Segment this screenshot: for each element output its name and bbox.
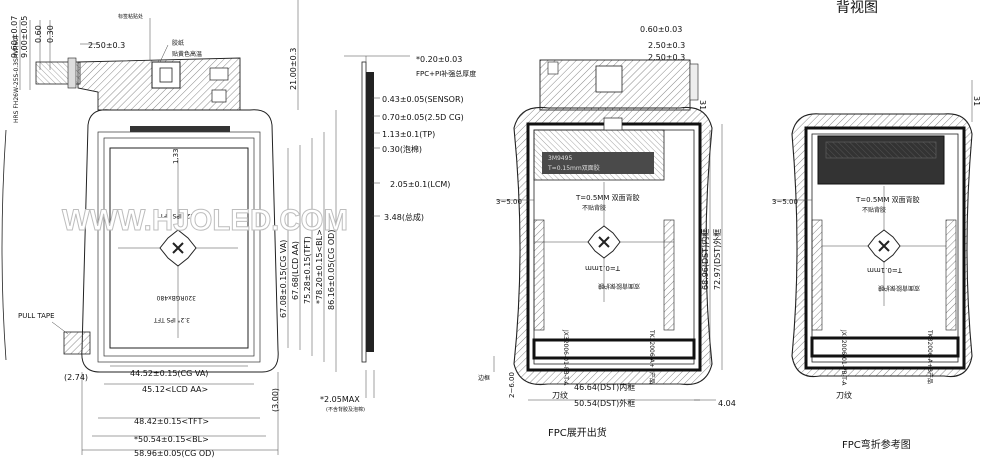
front-right-dims	[287, 0, 337, 372]
side-max-note: (不含背胶及泡棉)	[326, 406, 365, 413]
front-bottom-dims	[81, 365, 279, 455]
back-dim-b: 2.50±0.3	[648, 53, 685, 62]
fpc-bond-strip	[130, 126, 230, 132]
back-view-unfolded: 背视图 2.50±0.3 0.60±0.03 2.50±0.3 31 3M949…	[478, 0, 878, 439]
back-side-tape-left	[533, 219, 545, 331]
dim-030: 0.30	[46, 25, 55, 43]
back-center-mark-icon	[534, 182, 674, 302]
folded-thickness-note2: 不贴背胶	[862, 206, 886, 214]
folded-caption: FPC弯折参考图	[842, 438, 911, 451]
back-edge-note: 边框	[478, 374, 490, 382]
side-fpc-pi-label: FPC+PI补强总厚度	[416, 69, 476, 78]
folded-edge-note: 刀纹	[836, 390, 852, 400]
back-thickness-note: T=0.5MM 双面背胶	[575, 193, 640, 202]
side-lcm-label: 2.05±0.1(LCM)	[390, 180, 450, 189]
back-chip: 3M9495	[548, 155, 572, 162]
dim-v-cg-va: 67.08±0.15(CG VA)	[279, 240, 288, 318]
note-silk: 贴黄色高温	[172, 50, 202, 58]
folded-code2: TK32006-A+B产品	[926, 329, 934, 384]
dim-v-lcd-aa: 67.68(LCD AA)	[291, 241, 300, 300]
back-bottom-strip	[532, 338, 696, 360]
back-side-tape-right	[663, 219, 675, 331]
note-tape: 胶纸	[172, 39, 184, 47]
dim-bottom-300: (3.00)	[271, 388, 280, 412]
pull-tape	[63, 331, 91, 355]
back-t01: T=0.1mm	[585, 264, 621, 272]
back-dim-3-5: 3~5.00	[496, 198, 522, 206]
dim-left-274: (2.74)	[64, 373, 88, 382]
dim-900: 9.00±0.05	[20, 16, 29, 58]
center-mark-icon	[118, 158, 238, 338]
connector-label: HRS FH26W-25S-0.3SHW(60)	[13, 35, 20, 123]
connector-pins	[67, 57, 77, 89]
dim-fpc-top: 2.50±0.3	[88, 41, 125, 50]
back-code: JX32006-01-PB-T-A	[562, 329, 569, 386]
left-edge-arc	[1, 129, 7, 361]
back-chip2: T=0.15mm双面胶	[547, 164, 600, 172]
cover-glass-outline	[81, 109, 279, 373]
folded-dim-31: 31	[972, 96, 981, 106]
back-chip-label	[542, 152, 654, 174]
folded-code: JX32006-01-PB-T-A	[840, 329, 847, 386]
side-cg: 0.70±0.05(2.5D CG)	[382, 113, 464, 122]
back-insulation: 双面背胶保护膜	[598, 282, 640, 290]
active-area	[109, 147, 249, 349]
back-dim-31: 31	[698, 100, 707, 110]
dim-133: 1.33	[172, 148, 180, 164]
dim-tft: 48.42±0.15<TFT>	[134, 417, 209, 426]
back-code2: TK32006-A+B产品	[648, 329, 656, 384]
panel-resolution: 320RGBx480	[156, 294, 196, 301]
dim-height-21: 21.00±0.3	[289, 48, 298, 90]
side-lcm	[366, 72, 374, 352]
folded-dim-3-5: 3~5.00	[772, 198, 798, 206]
front-view: HRS FH26W-25S-0.3SHW(60) 9.60±0.07 9.00±…	[1, 0, 337, 458]
tft-outline	[103, 137, 255, 357]
side-view: *0.20±0.03 FPC+PI补强总厚度 0.43±0.05(SENSOR)…	[320, 55, 476, 413]
dim-v-bl: *78.20±0.15<BL>	[315, 229, 324, 304]
back-dim-404: 4.04	[718, 399, 736, 408]
dim-960: 9.60±0.07	[10, 16, 19, 58]
back-dim-fpc-top: 2.50±0.3	[648, 41, 685, 50]
folded-center-mark-icon	[822, 186, 946, 306]
panel-model: 3.2" IPS TFT	[154, 316, 190, 323]
dim-060: 0.60	[34, 25, 43, 43]
side-glass	[361, 61, 367, 363]
folded-thickness-note: T=0.5MM 双面背胶	[855, 195, 920, 204]
note-label-top: 标签粘贴处	[118, 13, 143, 20]
side-fpc-pi: *0.20±0.03	[416, 55, 462, 64]
dim-v-tft: 75.28±0.15(TFT)	[303, 236, 312, 304]
folded-insulation: 双面背胶保护膜	[878, 284, 920, 292]
side-max: *2.05MAX	[320, 395, 360, 404]
dim-lcd-aa: 45.12<LCD AA>	[142, 385, 208, 394]
folded-t01: T=0.1mm	[867, 266, 903, 274]
back-view-folded: 31 T=0.5MM 双面背胶 不贴背胶 T=0.1mm 双面背胶保护膜 JX3…	[772, 80, 981, 451]
back-dst-w-in: 46.64(DST)内框	[574, 382, 635, 392]
back-dim-a: 0.60±0.03	[640, 25, 682, 34]
back-caption: FPC展开出货	[548, 426, 607, 439]
back-dst-w-out: 50.54(DST)外框	[574, 398, 635, 408]
dim-cg-od: 58.96±0.05(CG OD)	[134, 449, 214, 458]
back-view-title: 背视图	[836, 0, 878, 16]
back-dst-h-out: 72.97(DST)外框	[712, 229, 722, 290]
panel-model-mirror: 3.2" IPS TFT	[160, 212, 196, 219]
back-knife: 刀纹	[552, 390, 568, 400]
side-bond: 0.30(泡棉)	[382, 144, 422, 154]
watermark: WWW.HJOLED.COM	[62, 204, 348, 237]
fpc-pins	[689, 63, 699, 101]
pull-tape-label: PULL TAPE	[18, 312, 55, 320]
dim-cg-va: 44.52±0.15(CG VA)	[130, 369, 208, 378]
back-thickness-note2: 不贴背胶	[582, 204, 606, 212]
back-dim-2-6: 2~6.00	[508, 372, 516, 398]
ic-chip	[151, 61, 181, 89]
dim-bl: *50.54±0.15<BL>	[134, 435, 209, 444]
side-tp: 1.13±0.1(TP)	[382, 130, 435, 139]
back-dst-h-in: 68.96(DST)内框	[700, 229, 710, 290]
dim-v-cg-od: 86.16±0.05(CG OD)	[327, 230, 336, 310]
side-total: 3.48(总成)	[384, 212, 424, 222]
side-sensor: 0.43±0.05(SENSOR)	[382, 95, 464, 104]
